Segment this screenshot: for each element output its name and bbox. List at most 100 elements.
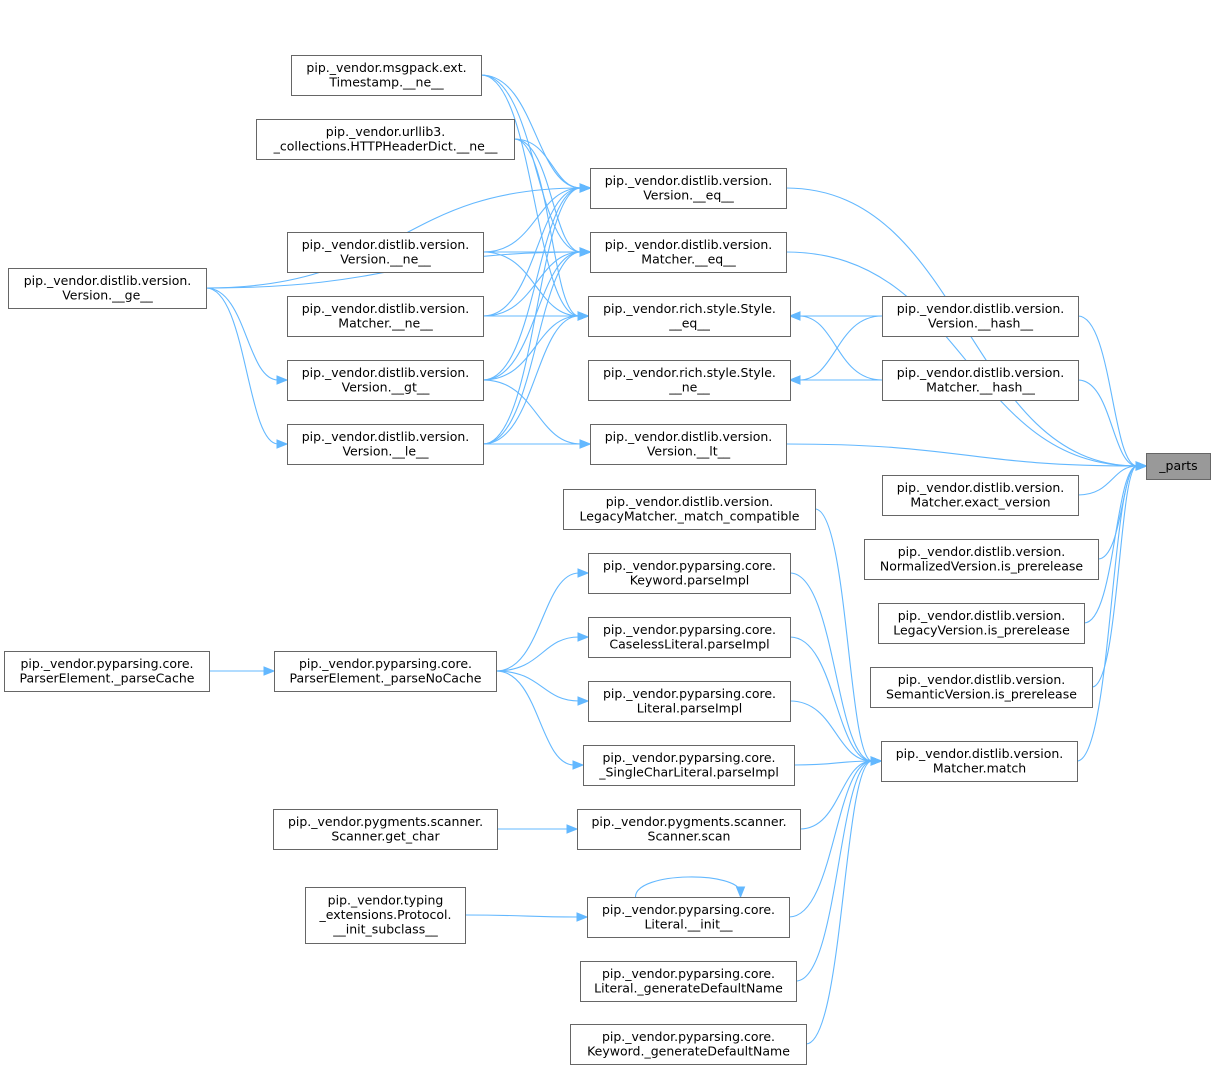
node-proto-init[interactable]: pip._vendor.typing_extensions.Protocol._… — [305, 887, 466, 944]
edge-v-gt-to-s-eq — [482, 311, 590, 381]
edge-v-ne-to-s-eq — [482, 251, 590, 321]
node-label-line: pip._vendor.distlib.version. — [897, 365, 1065, 380]
node-label-line: pip._vendor.pyparsing.core. — [20, 656, 193, 671]
node-label-line: Literal.__init__ — [644, 916, 733, 931]
node-lit-gen[interactable]: pip._vendor.pyparsing.core.Literal._gene… — [580, 961, 797, 1002]
node-box — [870, 667, 1093, 708]
node-box — [287, 360, 484, 401]
node-label-line: pip._vendor.pyparsing.core. — [299, 656, 472, 671]
node-v-ne[interactable]: pip._vendor.distlib.version.Version.__ne… — [287, 232, 484, 273]
node-nv-pre[interactable]: pip._vendor.distlib.version.NormalizedVe… — [864, 539, 1099, 580]
node-box — [1146, 453, 1211, 480]
node-label-line: pip._vendor.pyparsing.core. — [602, 750, 775, 765]
node-kw-parse[interactable]: pip._vendor.pyparsing.core.Keyword.parse… — [588, 553, 791, 594]
node-lv-pre[interactable]: pip._vendor.distlib.version.LegacyVersio… — [878, 603, 1085, 644]
edge-lit-parse-to-m-match — [789, 700, 883, 766]
node-box — [588, 553, 791, 594]
edge-sc-scan-to-m-match — [799, 756, 883, 830]
node-lm-compat[interactable]: pip._vendor.distlib.version.LegacyMatche… — [563, 489, 816, 530]
node-label-line: pip._vendor.distlib.version. — [302, 301, 470, 316]
node-label-line: pip._vendor.pygments.scanner. — [288, 814, 483, 829]
edge-hhd-ne-to-v-eq — [513, 138, 592, 193]
node-label-line: __ne__ — [668, 379, 710, 394]
node-cl-parse[interactable]: pip._vendor.pyparsing.core.CaselessLiter… — [588, 617, 791, 658]
node-label-line: Version.__eq__ — [643, 187, 734, 202]
node-v-le[interactable]: pip._vendor.distlib.version.Version.__le… — [287, 424, 484, 465]
node-box — [588, 296, 791, 337]
edge-v-ge-to-v-gt — [205, 287, 289, 385]
edge-m-hash-to-s-ne — [788, 375, 883, 385]
node-label-line: Timestamp.__ne__ — [328, 74, 444, 89]
node-m-hash[interactable]: pip._vendor.distlib.version.Matcher.__ha… — [882, 360, 1079, 401]
edge-v-le-to-v-lt — [483, 439, 592, 449]
node-label-line: LegacyVersion.is_prerelease — [893, 622, 1070, 637]
node-label-line: Keyword.parseImpl — [630, 572, 750, 587]
node-box — [588, 617, 791, 658]
node-ts-ne[interactable]: pip._vendor.msgpack.ext.Timestamp.__ne__ — [291, 55, 482, 96]
node-label-line: pip._vendor.distlib.version. — [897, 301, 1065, 316]
node-label-line: pip._vendor.pyparsing.core. — [603, 686, 776, 701]
node-v-ge[interactable]: pip._vendor.distlib.version.Version.__ge… — [8, 268, 207, 309]
node-box — [878, 603, 1085, 644]
node-parts[interactable]: _parts — [1146, 453, 1211, 480]
edge-lit-init-to-m-match — [788, 756, 883, 918]
node-box — [563, 489, 816, 530]
edge-sc-getchar-to-sc-scan — [497, 824, 579, 834]
node-box — [256, 119, 515, 160]
node-box — [577, 809, 801, 850]
node-box — [590, 424, 787, 465]
edge-proto-init-to-lit-init — [464, 912, 589, 922]
node-m-ne[interactable]: pip._vendor.distlib.version.Matcher.__ne… — [287, 296, 484, 337]
node-label-line: Matcher.__ne__ — [338, 315, 433, 330]
node-box — [570, 1024, 807, 1065]
node-label-line: pip._vendor.distlib.version. — [897, 480, 1065, 495]
node-label-line: _extensions.Protocol. — [318, 907, 451, 922]
node-v-eq[interactable]: pip._vendor.distlib.version.Version.__eq… — [590, 168, 787, 209]
edge-layer — [205, 74, 1148, 1045]
node-m-exact[interactable]: pip._vendor.distlib.version.Matcher.exac… — [882, 475, 1079, 516]
node-scl-parse[interactable]: pip._vendor.pyparsing.core._SingleCharLi… — [583, 745, 795, 786]
node-box — [882, 360, 1079, 401]
edge-sv-pre-to-parts — [1091, 461, 1148, 688]
node-v-hash[interactable]: pip._vendor.distlib.version.Version.__ha… — [882, 296, 1079, 337]
node-label-line: Scanner.get_char — [331, 828, 440, 843]
node-label-line: pip._vendor.pyparsing.core. — [602, 966, 775, 981]
node-label-line: pip._vendor.distlib.version. — [898, 544, 1066, 559]
node-hhd-ne[interactable]: pip._vendor.urllib3._collections.HTTPHea… — [256, 119, 515, 160]
node-label-line: Matcher.__eq__ — [641, 251, 736, 266]
node-box — [588, 681, 791, 722]
edge-lit-gen-to-m-match — [795, 756, 883, 982]
node-sc-getchar[interactable]: pip._vendor.pygments.scanner.Scanner.get… — [273, 809, 498, 850]
node-label-line: Version.__lt__ — [647, 443, 731, 458]
node-box — [882, 475, 1079, 516]
node-s-eq[interactable]: pip._vendor.rich.style.Style.__eq__ — [588, 296, 791, 337]
node-pe-cache[interactable]: pip._vendor.pyparsing.core.ParserElement… — [4, 651, 210, 692]
node-lit-init[interactable]: pip._vendor.pyparsing.core.Literal.__ini… — [587, 897, 790, 938]
node-label-line: Version.__ge__ — [62, 287, 153, 302]
node-box — [274, 651, 497, 692]
node-pe-nocache[interactable]: pip._vendor.pyparsing.core.ParserElement… — [274, 651, 497, 692]
node-label-line: Matcher.match — [933, 760, 1026, 775]
node-label-line: Literal._generateDefaultName — [594, 980, 783, 995]
node-kw-gen[interactable]: pip._vendor.pyparsing.core.Keyword._gene… — [570, 1024, 807, 1065]
node-box — [4, 651, 210, 692]
node-label-line: LegacyMatcher._match_compatible — [580, 508, 800, 523]
node-box — [580, 961, 797, 1002]
node-lit-parse[interactable]: pip._vendor.pyparsing.core.Literal.parse… — [588, 681, 791, 722]
node-sv-pre[interactable]: pip._vendor.distlib.version.SemanticVers… — [870, 667, 1093, 708]
node-label-line: CaselessLiteral.parseImpl — [609, 636, 769, 651]
node-label-line: Literal.parseImpl — [637, 700, 742, 715]
node-label-line: pip._vendor.distlib.version. — [896, 746, 1064, 761]
node-label-line: pip._vendor.distlib.version. — [302, 429, 470, 444]
node-sc-scan[interactable]: pip._vendor.pygments.scanner.Scanner.sca… — [577, 809, 801, 850]
node-label-line: pip._vendor.rich.style.Style. — [603, 301, 776, 316]
node-label-line: pip._vendor.distlib.version. — [606, 494, 774, 509]
node-box — [864, 539, 1099, 580]
node-v-lt[interactable]: pip._vendor.distlib.version.Version.__lt… — [590, 424, 787, 465]
node-v-gt[interactable]: pip._vendor.distlib.version.Version.__gt… — [287, 360, 484, 401]
node-m-match[interactable]: pip._vendor.distlib.version.Matcher.matc… — [881, 741, 1078, 782]
node-label-line: Keyword._generateDefaultName — [587, 1043, 790, 1058]
node-s-ne[interactable]: pip._vendor.rich.style.Style.__ne__ — [588, 360, 791, 401]
node-m-eq[interactable]: pip._vendor.distlib.version.Matcher.__eq… — [590, 232, 787, 273]
